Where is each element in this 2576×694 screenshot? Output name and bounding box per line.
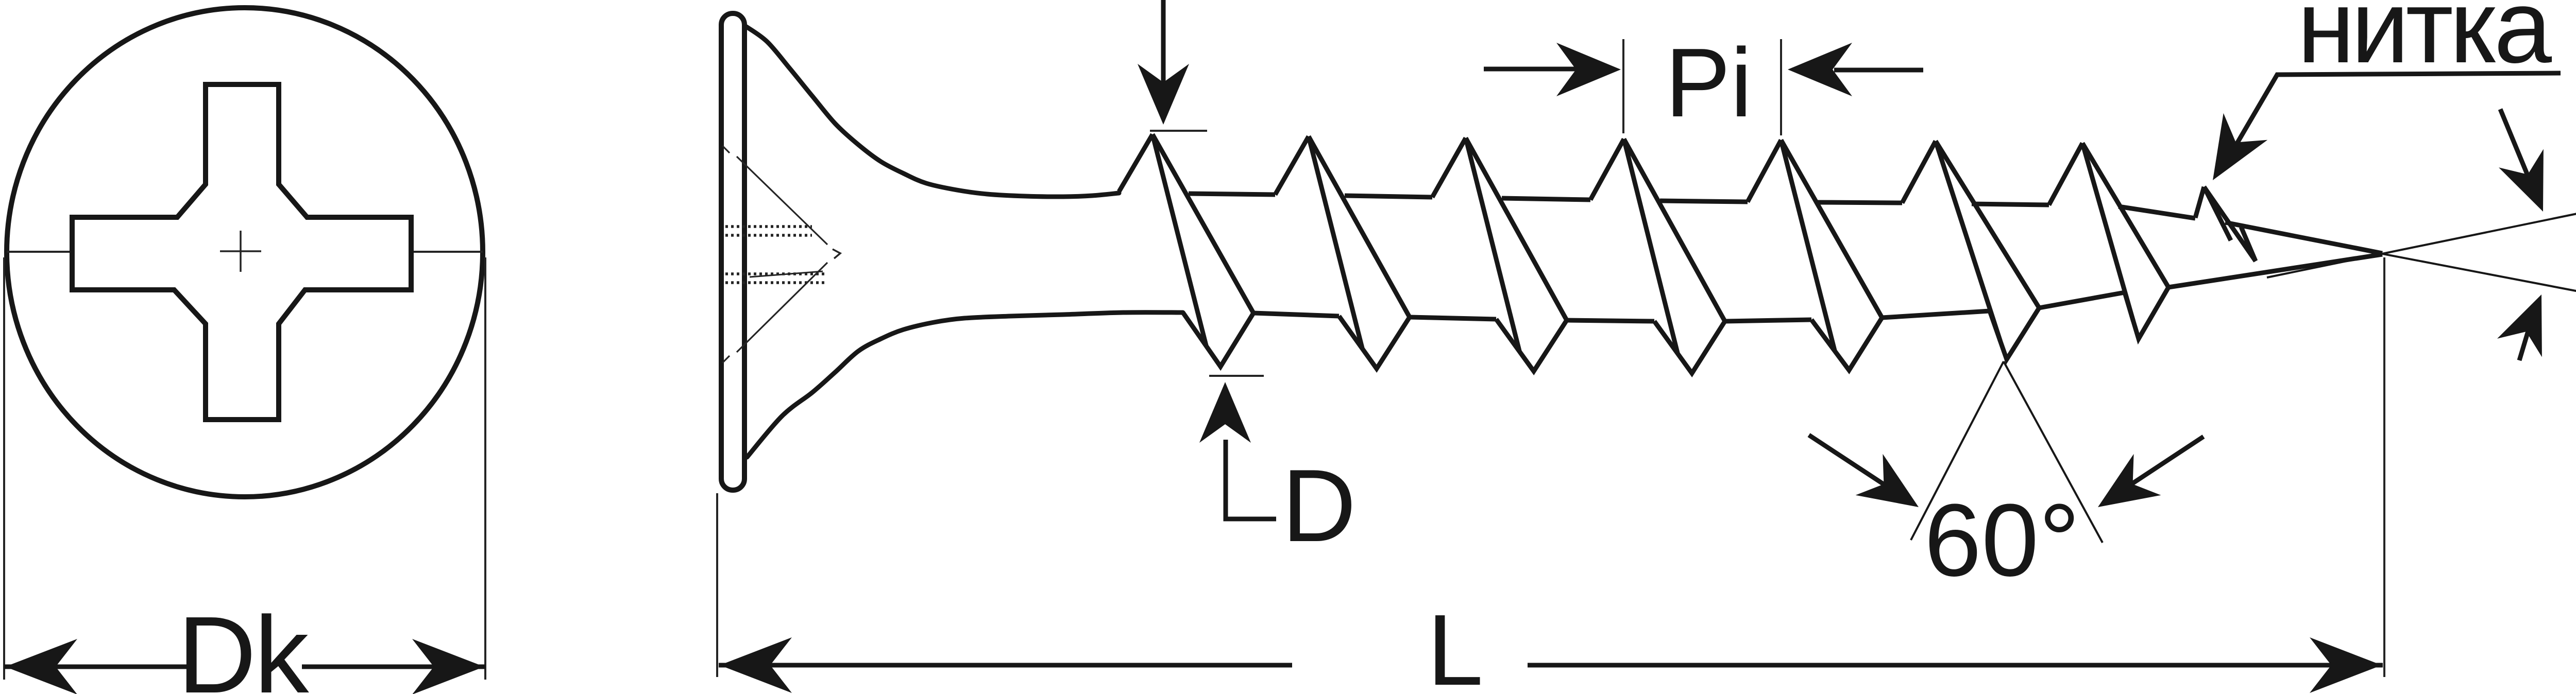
svg-text:Pi: Pi — [1665, 28, 1752, 137]
svg-text:Dk: Dk — [177, 594, 309, 694]
svg-text:L: L — [1427, 594, 1483, 694]
svg-text:60°: 60° — [1924, 483, 2080, 598]
svg-text:нитка: нитка — [2297, 0, 2552, 84]
svg-text:D: D — [1282, 448, 1356, 563]
